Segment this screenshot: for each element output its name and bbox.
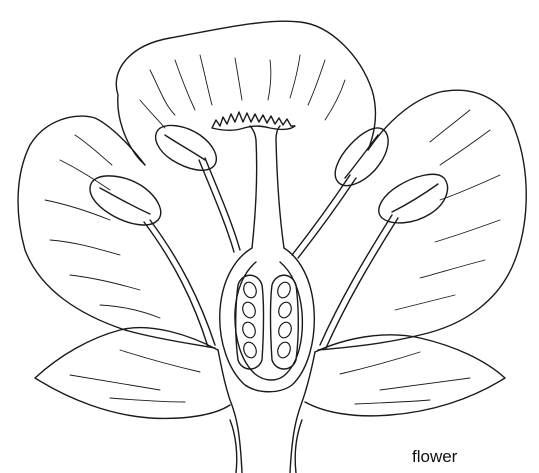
anther-right-inner — [335, 128, 388, 186]
anther-right-outer — [379, 174, 448, 223]
diagram-caption: flower — [412, 448, 457, 465]
right-sepal — [305, 335, 505, 416]
right-sepal-veins — [340, 352, 470, 404]
ovules — [241, 280, 294, 359]
top-petal — [116, 21, 375, 165]
right-petal — [318, 90, 526, 350]
stigma — [212, 112, 295, 130]
left-sepal — [35, 328, 230, 419]
anther-left-outer — [90, 176, 161, 225]
right-petal-veins — [395, 110, 500, 310]
stamen-filament-right-outer — [320, 215, 398, 348]
ovary-wall-inner — [235, 262, 302, 380]
top-petal-veins — [140, 55, 345, 128]
stamen-filament-right-inner — [292, 175, 356, 258]
stamen-filament-left-inner — [199, 158, 240, 252]
left-petal — [18, 116, 215, 348]
left-sepal-veins — [70, 350, 200, 402]
ovary — [220, 248, 315, 392]
style — [250, 126, 284, 248]
